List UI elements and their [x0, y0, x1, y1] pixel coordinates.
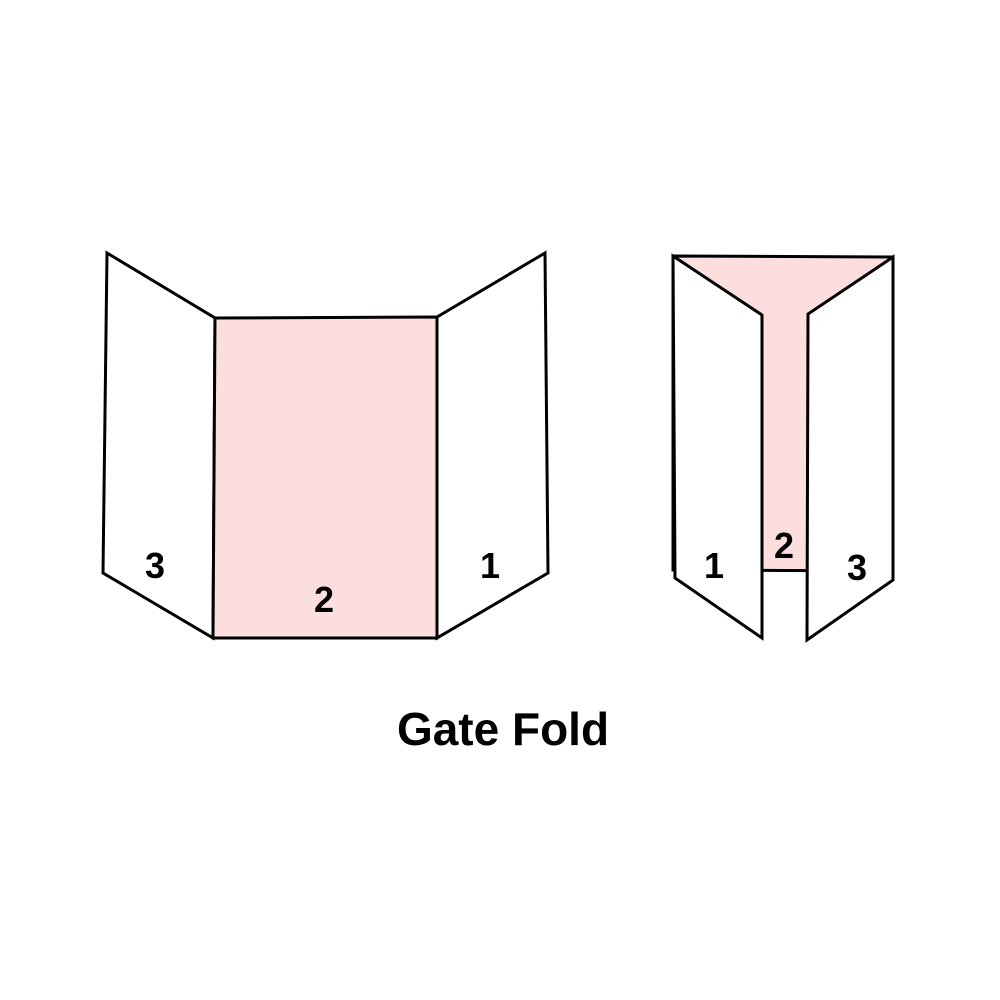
diagram-title: Gate Fold [397, 703, 609, 755]
open-center-panel-label: 2 [314, 579, 334, 620]
open-left-panel-label: 3 [145, 545, 165, 586]
open-right-panel-label: 1 [480, 545, 500, 586]
folded-left-panel [671, 253, 764, 641]
folded-center-panel-label: 2 [774, 525, 794, 566]
open-right-panel [435, 250, 550, 641]
folded-view-diagram: 1 2 3 [671, 253, 895, 643]
open-view-diagram: 3 2 1 [101, 250, 550, 641]
folded-right-panel-label: 3 [847, 547, 867, 588]
folded-right-panel [805, 254, 895, 643]
folded-left-panel-label: 1 [704, 545, 724, 586]
